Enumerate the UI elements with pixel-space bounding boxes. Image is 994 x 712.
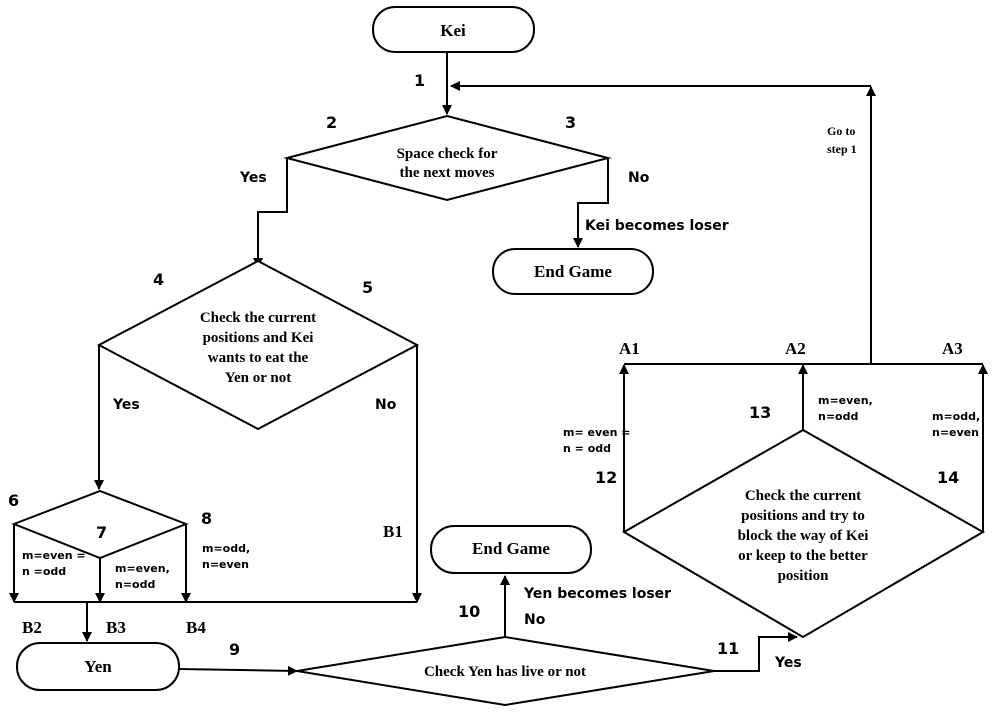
space-check-line-2: the next moves [400,165,495,181]
kei-eat-decision: Check the current positions and Kei want… [96,259,420,431]
edge-label-yen-yes: Yes [774,655,802,671]
condition-a1-line-1: m= even = [563,426,630,439]
step-number-13: 13 [749,403,771,422]
connector-yen-to-live-check [178,665,298,676]
end-game-kei-terminal: End Game [492,248,654,295]
step-number-10: 10 [458,602,480,621]
space-check-decision: Space check for the next moves [283,114,612,202]
parity-split-decision: 7 [11,489,189,560]
kei-eat-line-3: wants to eat the [208,350,309,366]
step-number-6: 6 [8,491,19,510]
edge-label-eat-yes: Yes [112,397,140,413]
step-number-11: 11 [717,639,739,658]
condition-b4-line-2: n=even [202,558,249,571]
yen-live-label: Check Yen has live or not [424,664,586,680]
branch-label-a2: A2 [785,339,806,358]
connector-space-no [573,158,609,248]
condition-b2-line-2: n =odd [22,565,66,578]
edge-label-kei-loser: Kei becomes loser [585,218,729,234]
yen-label: Yen [84,657,112,676]
step-number-8: 8 [201,509,212,528]
step-number-9: 9 [229,640,240,659]
condition-b2-line-1: m=even = [22,549,86,562]
kei-eat-line-2: positions and Kei [203,330,314,346]
kei-eat-line-4: Yen or not [225,370,291,386]
block-check-line-1: Check the current [745,488,861,504]
condition-b3-line-1: m=even, [115,562,170,575]
condition-a2-line-2: n=odd [818,410,858,423]
kei-terminal: Kei [372,6,535,53]
edge-label-space-no: No [628,170,650,186]
block-check-line-3: block the way of Kei [738,528,869,544]
end-game-yen-label: End Game [472,539,550,558]
step-number-3: 3 [565,113,576,132]
step-number-1: 1 [414,71,425,90]
condition-b3-line-2: n=odd [115,578,155,591]
space-check-line-1: Space check for [397,146,498,162]
condition-a3-line-1: m=odd, [932,410,980,423]
connector-space-yes [253,158,288,268]
edge-label-eat-no: No [375,397,397,413]
go-to-step-1-line-1: Go to [827,124,855,138]
block-check-line-5: position [778,568,830,584]
end-game-kei-label: End Game [534,262,612,281]
branch-label-b4: B4 [186,618,206,637]
connector-yen-yes [714,632,798,672]
step-number-14: 14 [937,468,959,487]
condition-a2-line-1: m=even, [818,394,873,407]
condition-b4-line-1: m=odd, [202,542,250,555]
kei-label: Kei [440,21,466,40]
block-check-decision: Check the current positions and try to b… [622,428,986,639]
branch-label-a3: A3 [942,339,963,358]
branch-label-b2: B2 [22,618,42,637]
step-number-5: 5 [362,278,373,297]
block-check-line-4: or keep to the better [738,548,868,564]
block-check-line-2: positions and try to [741,508,865,524]
end-game-yen-terminal: End Game [430,525,592,574]
kei-eat-line-1: Check the current [200,310,316,326]
go-to-step-1-line-2: step 1 [827,142,857,156]
branch-label-a1: A1 [619,339,640,358]
branch-label-b3: B3 [106,618,126,637]
step-number-2: 2 [326,113,337,132]
step-number-12: 12 [595,468,617,487]
step-number-4: 4 [153,270,164,289]
edge-label-space-yes: Yes [239,170,267,186]
yen-terminal: Yen [16,642,180,691]
step-number-7: 7 [96,523,107,542]
edge-label-yen-no: No [524,612,546,628]
condition-a1-line-2: n = odd [563,442,611,455]
yen-live-decision: Check Yen has live or not [296,635,715,707]
branch-label-b1: B1 [383,522,403,541]
condition-a3-line-2: n=even [932,426,979,439]
edge-label-yen-loser: Yen becomes loser [523,586,671,602]
